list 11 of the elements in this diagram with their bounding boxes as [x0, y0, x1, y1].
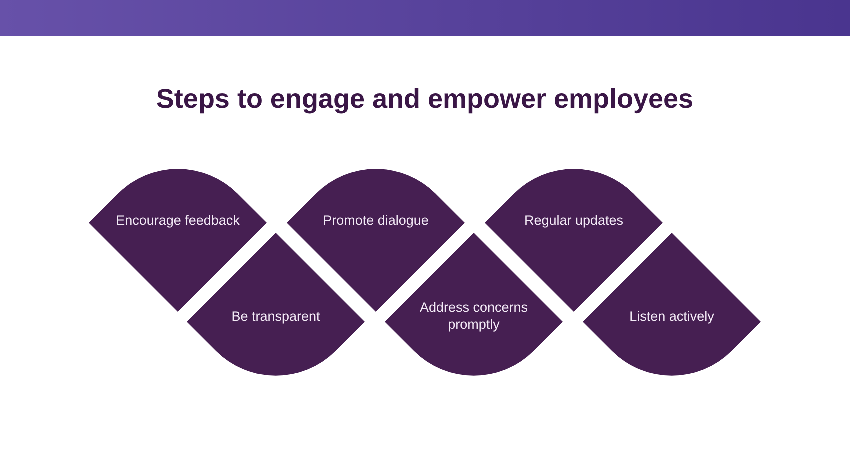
step-label: Listen actively — [630, 308, 714, 324]
step-label: Promote dialogue — [323, 212, 429, 228]
title: Steps to engage and empower employees — [156, 83, 694, 116]
leaf-shape — [385, 233, 563, 376]
step-label: Encourage feedback — [116, 212, 240, 228]
leaf-shape — [187, 233, 365, 376]
step-label: Address concerns promptly — [418, 299, 530, 333]
step-label: Regular updates — [524, 212, 624, 228]
leaf-shape — [89, 169, 267, 312]
step-label: Be transparent — [232, 308, 320, 324]
leaf-shape — [583, 233, 761, 376]
